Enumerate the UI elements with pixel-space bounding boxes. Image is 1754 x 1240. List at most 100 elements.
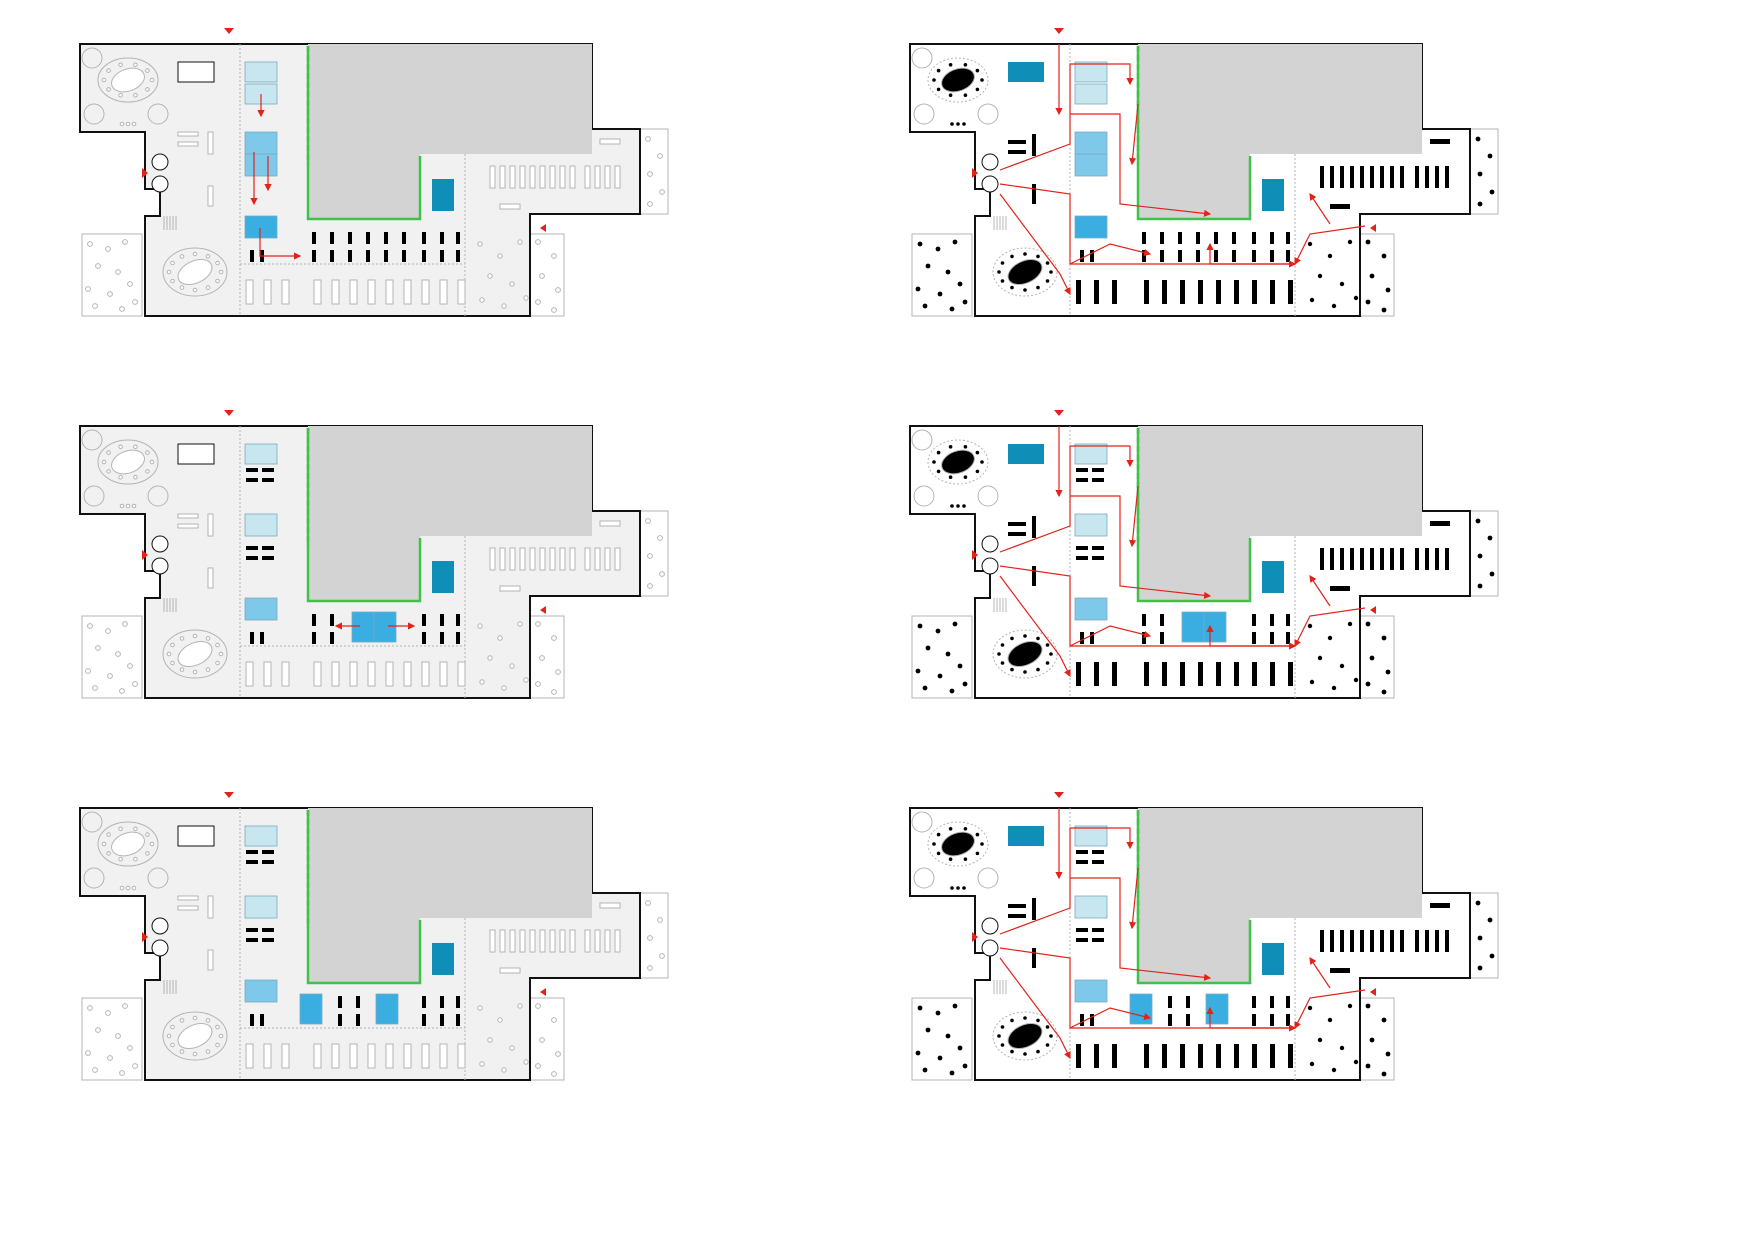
terrace-dot xyxy=(92,685,98,691)
entry-marker-right xyxy=(540,224,546,232)
desk xyxy=(1270,1014,1274,1026)
terrace-right-top xyxy=(639,128,669,215)
terrace-dot xyxy=(917,623,923,629)
terrace-dot xyxy=(122,621,128,627)
desk xyxy=(262,860,274,864)
lounge-seat xyxy=(1010,667,1014,672)
desk xyxy=(246,860,258,864)
core-block xyxy=(1138,44,1422,219)
long-desk xyxy=(1216,1044,1221,1068)
desk xyxy=(262,478,274,482)
floor-dot xyxy=(1327,1017,1333,1023)
east-desk xyxy=(1370,166,1374,188)
desk xyxy=(207,949,214,971)
circulation-path xyxy=(1129,485,1139,548)
stool xyxy=(131,503,137,509)
terrace-dot xyxy=(647,553,653,559)
lounge-table-bottom xyxy=(1007,258,1043,286)
circulation-path xyxy=(999,957,1071,1060)
east-desk xyxy=(614,929,621,953)
stool xyxy=(950,122,954,126)
stool xyxy=(950,886,954,890)
east-desk xyxy=(569,165,576,189)
terrace-dot xyxy=(657,153,663,159)
long-desk xyxy=(281,661,290,687)
terrace-dot xyxy=(95,263,101,269)
terrace-dot xyxy=(105,246,111,252)
terrace-dot xyxy=(1381,307,1387,313)
lounge-outline-top xyxy=(927,439,989,485)
circulation-path xyxy=(1069,243,1152,265)
terrace-dot xyxy=(535,239,541,245)
stool xyxy=(119,503,125,509)
terrace-dot xyxy=(949,688,955,694)
floor-dot xyxy=(517,1003,523,1009)
terrace-dot xyxy=(1475,518,1481,524)
lounge-seat xyxy=(101,841,107,847)
east-bench xyxy=(499,967,521,974)
desk xyxy=(312,632,316,644)
terrace-dot xyxy=(659,189,665,195)
desk xyxy=(456,614,460,626)
lounge-seat xyxy=(106,851,111,856)
terrace-dot xyxy=(925,1027,931,1033)
desk xyxy=(330,232,334,244)
lounge-seat xyxy=(133,444,138,450)
floor-plan-panel-r1-c2 xyxy=(909,28,1499,317)
long-desk xyxy=(1252,1044,1257,1068)
entry-marker-left xyxy=(972,932,978,942)
east-desk xyxy=(604,547,611,571)
desk xyxy=(262,468,274,472)
east-bench xyxy=(1430,139,1450,144)
terrace-dot xyxy=(1487,535,1493,541)
floor-dot xyxy=(1309,297,1315,303)
circulation-path xyxy=(1129,867,1139,930)
terrace-dot xyxy=(1381,1017,1387,1023)
reception-room xyxy=(1008,826,1044,846)
terrace-dot xyxy=(551,635,557,641)
lounge-seat xyxy=(205,1049,211,1054)
terrace-dot xyxy=(1381,689,1387,695)
circulation-path xyxy=(1309,957,1331,989)
east-desk xyxy=(499,165,506,189)
circulation-path xyxy=(1070,877,1212,981)
terrace-dot xyxy=(122,1003,128,1009)
lounge-outline-bottom xyxy=(992,247,1058,297)
east-desk xyxy=(499,547,506,571)
lounge-seat xyxy=(1036,1018,1040,1023)
entry-marker-top xyxy=(224,28,234,34)
long-desk xyxy=(1216,280,1221,304)
east-desk xyxy=(1330,548,1334,570)
desk xyxy=(262,928,274,932)
east-desk xyxy=(489,547,496,571)
long-desk xyxy=(349,661,358,687)
floor-plan-panel-r3-c2 xyxy=(909,792,1499,1081)
long-desk xyxy=(1180,280,1185,304)
lounge-seat xyxy=(975,469,980,474)
terrace-dot xyxy=(119,306,125,312)
terrace-dot xyxy=(85,668,91,674)
terrace-dot xyxy=(659,953,665,959)
east-desk xyxy=(1390,930,1394,952)
lounge-seat xyxy=(118,444,123,450)
lounge-seat xyxy=(118,92,123,98)
desk xyxy=(1214,232,1218,244)
terrace-dot xyxy=(657,535,663,541)
long-desk xyxy=(1270,662,1275,686)
lounge-seat xyxy=(215,642,220,648)
east-desk xyxy=(1435,548,1439,570)
meeting-room xyxy=(1074,825,1108,847)
floor-dot xyxy=(497,635,503,641)
desk xyxy=(1186,1014,1190,1026)
lounge-seat xyxy=(133,826,138,832)
floor-dot xyxy=(509,281,515,287)
reception-room xyxy=(1008,444,1044,464)
terrace-dot xyxy=(915,286,921,292)
circulation-path xyxy=(1069,625,1152,647)
desk xyxy=(246,468,258,472)
terrace-dot xyxy=(1489,953,1495,959)
desk xyxy=(1142,232,1146,244)
lounge-seat xyxy=(1045,661,1050,665)
lounge-seat xyxy=(179,254,185,259)
long-desk xyxy=(457,661,466,687)
